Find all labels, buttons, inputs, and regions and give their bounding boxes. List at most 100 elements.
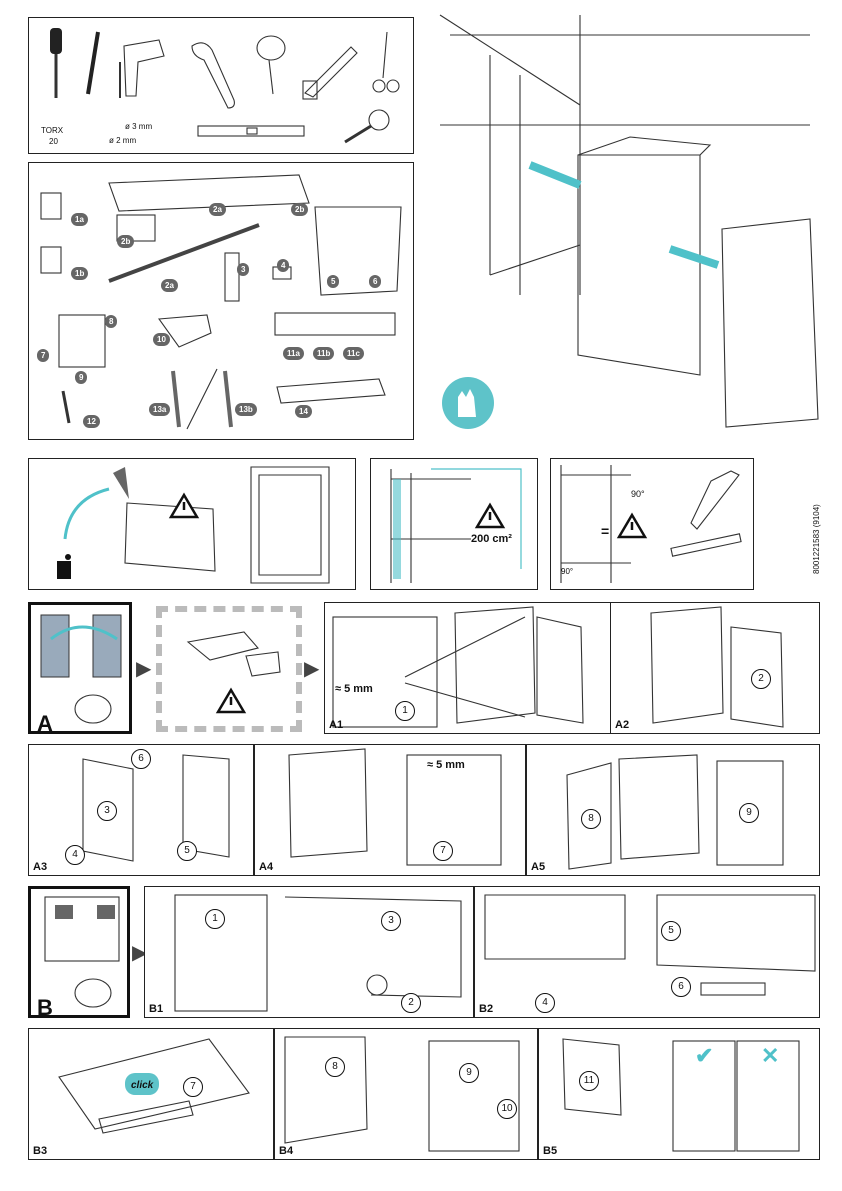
torx-size-label: 20 — [49, 137, 58, 146]
wrench-icon — [191, 42, 235, 109]
step-a1-panel: ≈ 5 mm 1 A1 — [324, 602, 612, 734]
ventilation-panel: 200 cm² — [370, 458, 538, 590]
warning-icon — [215, 687, 247, 714]
section-a-intro: A — [28, 602, 132, 736]
click-label: click — [131, 1080, 154, 1091]
alignment-drawing — [560, 465, 742, 583]
warning-icon — [474, 502, 506, 529]
part-label: 10 — [153, 333, 170, 346]
part-label: 2b — [291, 203, 309, 216]
step-b2-drawing — [484, 894, 816, 996]
part-label: 13b — [235, 403, 257, 416]
part-label: 3 — [237, 263, 250, 276]
drill-icon — [119, 39, 165, 98]
part-label: 13a — [149, 403, 171, 416]
step-number: 1 — [205, 909, 225, 929]
warning-icon — [616, 512, 648, 539]
discard-panel — [28, 458, 356, 590]
step-number: 4 — [535, 993, 555, 1013]
step-a5-label: A5 — [531, 861, 546, 873]
step-number: 6 — [131, 749, 151, 769]
part-label: 14 — [295, 405, 312, 418]
angle-bottom: 90° — [561, 567, 574, 576]
step-a1-drawing — [332, 606, 584, 728]
bad-mark: ✕ — [761, 1043, 780, 1068]
step-number: 7 — [183, 1077, 203, 1097]
part-label: 1a — [71, 213, 88, 226]
step-a4-drawing — [288, 748, 502, 866]
part-label: 11b — [313, 347, 335, 360]
drill-2mm-label: ø 2 mm — [109, 136, 137, 145]
step-a4-label: A4 — [259, 861, 274, 873]
ventilation-area: 200 cm² — [471, 533, 512, 545]
step-b2-label: B2 — [479, 1003, 494, 1015]
part-label: 6 — [369, 275, 382, 288]
alignment-panel: 90° = 90° — [550, 458, 754, 590]
step-a2-label: A2 — [615, 719, 630, 731]
tools-panel: TORX 20 ø 3 mm ø 2 mm — [28, 17, 414, 154]
step-b4-panel: 8 9 10 B4 — [274, 1028, 538, 1160]
step-b3-label: B3 — [33, 1145, 48, 1157]
section-b-drawing — [44, 896, 120, 1008]
a1-gap: ≈ 5 mm — [335, 683, 373, 695]
step-b1-drawing — [174, 894, 462, 1012]
step-number: 1 — [395, 701, 415, 721]
drill-3mm-label: ø 3 mm — [125, 122, 153, 131]
step-b5-panel: 11 ✔ ✕ B5 — [538, 1028, 820, 1160]
step-b3-drawing — [58, 1038, 250, 1134]
step-b1-panel: 1 2 3 B1 — [144, 886, 474, 1018]
step-number: 2 — [751, 669, 771, 689]
step-b3-panel: click 7 B3 — [28, 1028, 274, 1160]
step-a5-panel: 8 9 A5 — [526, 744, 820, 876]
installation-overview — [430, 14, 820, 435]
torx-label: TORX — [41, 126, 64, 135]
arrow-icon: ▶ — [304, 658, 320, 680]
tape-measure-icon — [344, 109, 390, 144]
step-number: 3 — [381, 911, 401, 931]
step-number: 9 — [739, 803, 759, 823]
click-burst: click — [125, 1073, 160, 1095]
part-label: 11c — [343, 347, 364, 360]
step-number: 8 — [581, 809, 601, 829]
ok-mark: ✔ — [695, 1043, 714, 1068]
parts-drawing — [40, 174, 402, 430]
part-label: 2a — [161, 279, 178, 292]
a4-gap: ≈ 5 mm — [427, 759, 465, 771]
section-b-intro: B — [28, 886, 130, 1020]
spirit-level-icon — [197, 125, 305, 137]
step-number: 5 — [177, 841, 197, 861]
warning-icon — [168, 492, 200, 519]
step-a1-label: A1 — [329, 719, 344, 731]
pencil-icon — [86, 31, 100, 95]
arrow-icon: ▶ — [132, 942, 148, 964]
trash-bin-icon — [57, 554, 71, 579]
step-a4-panel: ≈ 5 mm 7 A4 — [254, 744, 526, 876]
parts-panel: 1a 1b 2a 2b 2a 2b 2b 3 4 5 6 7 8 9 10 11… — [28, 162, 414, 440]
step-b4-label: B4 — [279, 1145, 294, 1157]
step-number: 11 — [579, 1071, 599, 1091]
document-code: 8001221583 (9104) — [812, 504, 821, 574]
equal-mark: = — [601, 523, 610, 539]
part-label: 5 — [327, 275, 340, 288]
step-a3-drawing — [82, 754, 230, 862]
step-a3-label: A3 — [33, 861, 48, 873]
step-a5-drawing — [566, 754, 784, 870]
part-label: 12 — [83, 415, 100, 428]
step-a2-drawing — [650, 606, 784, 728]
part-label: 8 — [105, 315, 118, 328]
square-ruler-icon — [302, 46, 358, 100]
section-a-label: A — [37, 711, 53, 736]
part-label: 7 — [37, 349, 50, 362]
arrow-icon: ▶ — [136, 658, 152, 680]
cable-icon — [256, 35, 286, 95]
gloves-icon — [442, 377, 494, 429]
part-label: 11a — [283, 347, 304, 360]
step-b2-panel: 4 5 6 B2 — [474, 886, 820, 1018]
step-number: 9 — [459, 1063, 479, 1083]
part-label: 2a — [209, 203, 226, 216]
door-reversal-drawing — [40, 614, 122, 724]
ventilation-drawing — [390, 468, 522, 583]
step-a2-panel: 2 A2 — [610, 602, 820, 734]
section-b-label: B — [37, 995, 53, 1020]
step-b5-drawing — [562, 1038, 800, 1152]
